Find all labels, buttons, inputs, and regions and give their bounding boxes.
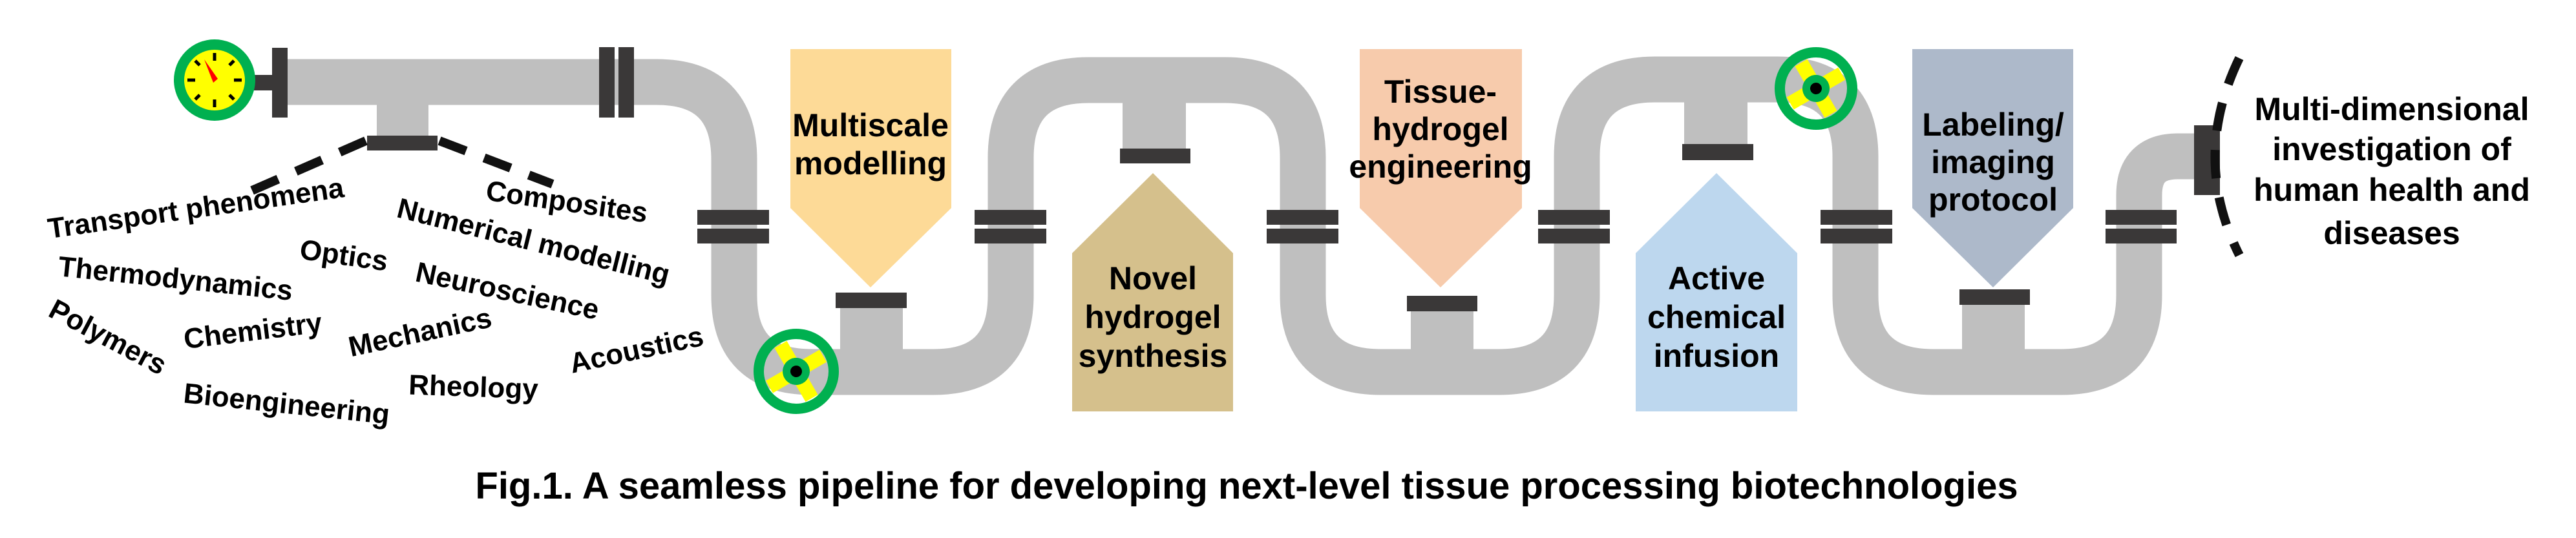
discipline-word: Acoustics	[567, 320, 706, 380]
outcome-line-4: diseases	[2323, 215, 2460, 251]
flange-vertical-5a	[1821, 210, 1892, 225]
discipline-word: Optics	[298, 234, 390, 278]
outcome-bracket	[2210, 56, 2244, 258]
fan-line-right	[438, 136, 554, 189]
stage-3-arrow: Tissue- hydrogel engineering	[1349, 49, 1532, 287]
discipline-word: Rheology	[408, 369, 539, 406]
discipline-word: Mechanics	[346, 302, 494, 363]
flange-vertical-1a	[697, 210, 769, 225]
fan-line-left	[250, 136, 368, 195]
flange-vertical-1b	[697, 229, 769, 243]
stage-5-arrow: Labeling/ imaging protocol	[1912, 49, 2073, 287]
stage-4-label-line-2: chemical	[1647, 299, 1786, 335]
pipe-inlet-segment	[287, 56, 2197, 395]
stage-4-label-line-1: Active	[1668, 260, 1765, 296]
outcome-bracket-arc	[2210, 56, 2244, 258]
stage-2-label-line-1: Novel	[1109, 260, 1197, 296]
stage-1-label-line-1: Multiscale	[792, 107, 949, 143]
stage-3-label-line-2: hydrogel	[1372, 111, 1508, 147]
outcome-label: Multi-dimensional investigation of human…	[2254, 91, 2530, 251]
discipline-fan-lines	[250, 136, 554, 195]
pipeline	[287, 56, 2197, 395]
flange-vertical-2b	[975, 229, 1046, 243]
stage-1-shape	[790, 49, 951, 287]
stage-1-label-line-2: modelling	[794, 145, 947, 181]
pipe-branch-disciplines	[377, 97, 428, 137]
outcome-line-1: Multi-dimensional	[2255, 91, 2529, 127]
flange-double-b	[618, 47, 634, 118]
cap-stage-1	[836, 293, 907, 308]
flange-vertical-4b	[1538, 229, 1610, 243]
gauge-ticks	[187, 53, 242, 107]
stage-3-label-line-3: engineering	[1349, 149, 1532, 185]
outcome-line-3: human health and	[2254, 172, 2530, 208]
stage-5-label-line-1: Labeling/	[1922, 107, 2064, 143]
stage-2-label-line-3: synthesis	[1079, 338, 1228, 374]
flange-vertical-2a	[975, 210, 1046, 225]
stage-4-label-line-3: infusion	[1654, 338, 1779, 374]
figure-caption: Fig.1. A seamless pipeline for developin…	[475, 465, 2018, 507]
flange-vertical-4a	[1538, 210, 1610, 225]
flange-vertical-3a	[1267, 210, 1338, 225]
pipe-branch-stage-3	[1411, 307, 1473, 355]
flange-vertical-5b	[1821, 229, 1892, 243]
stage-2-shape	[1072, 173, 1233, 411]
pipe-branch-stage-2	[1123, 94, 1186, 152]
pipe-branch-stage-5	[1962, 300, 2025, 355]
cap-stage-2	[1120, 149, 1190, 163]
stage-3-label-line-1: Tissue-	[1384, 74, 1497, 110]
flange-vertical-3b	[1267, 229, 1338, 243]
pipe-branch-stage-1	[840, 304, 903, 355]
cap-disciplines	[367, 136, 438, 150]
discipline-word: Transport phenomena	[46, 172, 346, 245]
stage-4-shape	[1636, 173, 1797, 411]
cap-stage-4	[1682, 144, 1753, 160]
pressure-gauge-icon	[174, 39, 275, 121]
discipline-word: Chemistry	[182, 307, 324, 355]
gauge-needle	[204, 59, 218, 83]
discipline-word: Bioengineering	[182, 377, 392, 430]
stage-2-label-line-2: hydrogel	[1084, 299, 1221, 335]
flange-vertical-6b	[2106, 229, 2177, 243]
stage-5-label-line-2: imaging	[1931, 144, 2055, 180]
discipline-word: Polymers	[44, 293, 172, 381]
flange-double-a	[599, 47, 615, 118]
cap-stage-3	[1407, 296, 1477, 311]
stage-2-arrow: Novel hydrogel synthesis	[1072, 173, 1233, 411]
valve-icon-1	[754, 329, 839, 414]
valve-icon-2	[1775, 47, 1857, 130]
gauge-stem	[252, 75, 275, 90]
stage-5-label-line-3: protocol	[1928, 181, 2058, 218]
discipline-cloud: Transport phenomena Composites Numerical…	[44, 172, 706, 431]
flange-vertical-6a	[2106, 210, 2177, 225]
stage-5-shape	[1912, 49, 2073, 287]
stage-4-arrow: Active chemical infusion	[1636, 173, 1797, 411]
stage-1-arrow: Multiscale modelling	[790, 49, 951, 287]
discipline-word: Thermodynamics	[57, 251, 294, 307]
outcome-line-2: investigation of	[2272, 131, 2511, 167]
pipe-branch-stage-4	[1684, 94, 1747, 149]
stage-3-shape	[1360, 49, 1522, 287]
cap-stage-5	[1959, 289, 2030, 305]
